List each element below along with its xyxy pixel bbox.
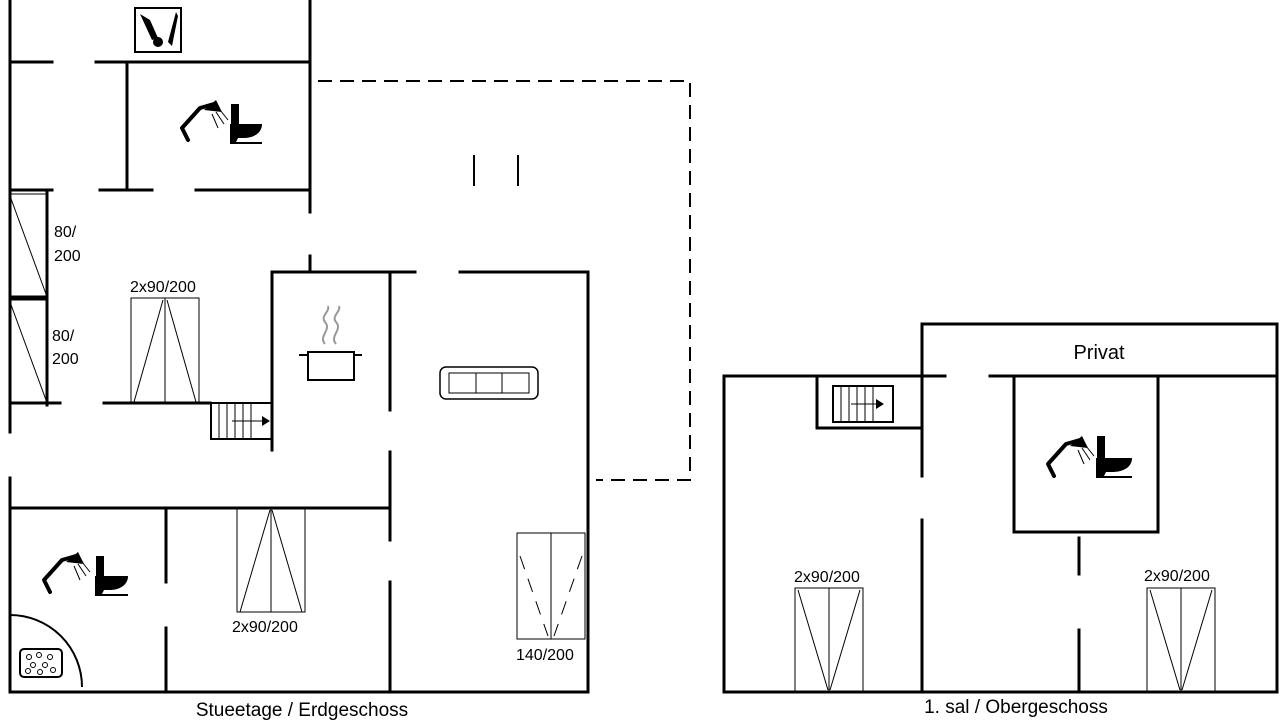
- double-bed-ground-top: [130, 297, 200, 403]
- double-bed-upper-right: [1146, 587, 1216, 693]
- whirlpool-icon: [19, 648, 63, 678]
- bed-label-double-upper-right: 2x90/200: [1144, 568, 1210, 585]
- bed-label-single-bottom-1: 80/: [52, 328, 75, 345]
- toilet-icon: [230, 104, 262, 144]
- bed-label-single-bottom-2: 200: [52, 351, 79, 368]
- room-label-private: Privat: [1073, 342, 1125, 364]
- sofa-icon: [439, 366, 539, 400]
- bed-label-double-ground-top: 2x90/200: [130, 279, 196, 296]
- bed-label-single-top-1: 80/: [54, 224, 77, 241]
- ground-floor-plan: [8, 0, 691, 694]
- bed-label-single-top-2: 200: [54, 248, 81, 265]
- bed-label-double-upper-left: 2x90/200: [794, 569, 860, 586]
- washing-machine-icon: [134, 7, 182, 53]
- shower-icon: [180, 100, 229, 142]
- double-bed-upper-left: [794, 587, 864, 693]
- single-bed-top: [9, 193, 47, 297]
- bed-label-sofa-bed: 140/200: [516, 647, 574, 664]
- toilet-icon: [95, 556, 128, 596]
- sofa-bed: [516, 532, 586, 640]
- shower-icon: [1046, 436, 1095, 478]
- upper-floor-caption: 1. sal / Obergeschoss: [924, 697, 1108, 718]
- cooking-pot-icon: [299, 305, 362, 381]
- double-bed-ground-bottom: [236, 507, 306, 613]
- ground-floor-caption: Stueetage / Erdgeschoss: [196, 700, 408, 720]
- upper-floor-plan: [722, 322, 1279, 694]
- single-bed-bottom: [9, 299, 47, 403]
- bed-label-double-ground-bottom: 2x90/200: [232, 619, 298, 636]
- toilet-icon: [1096, 436, 1132, 478]
- shower-icon: [42, 552, 91, 594]
